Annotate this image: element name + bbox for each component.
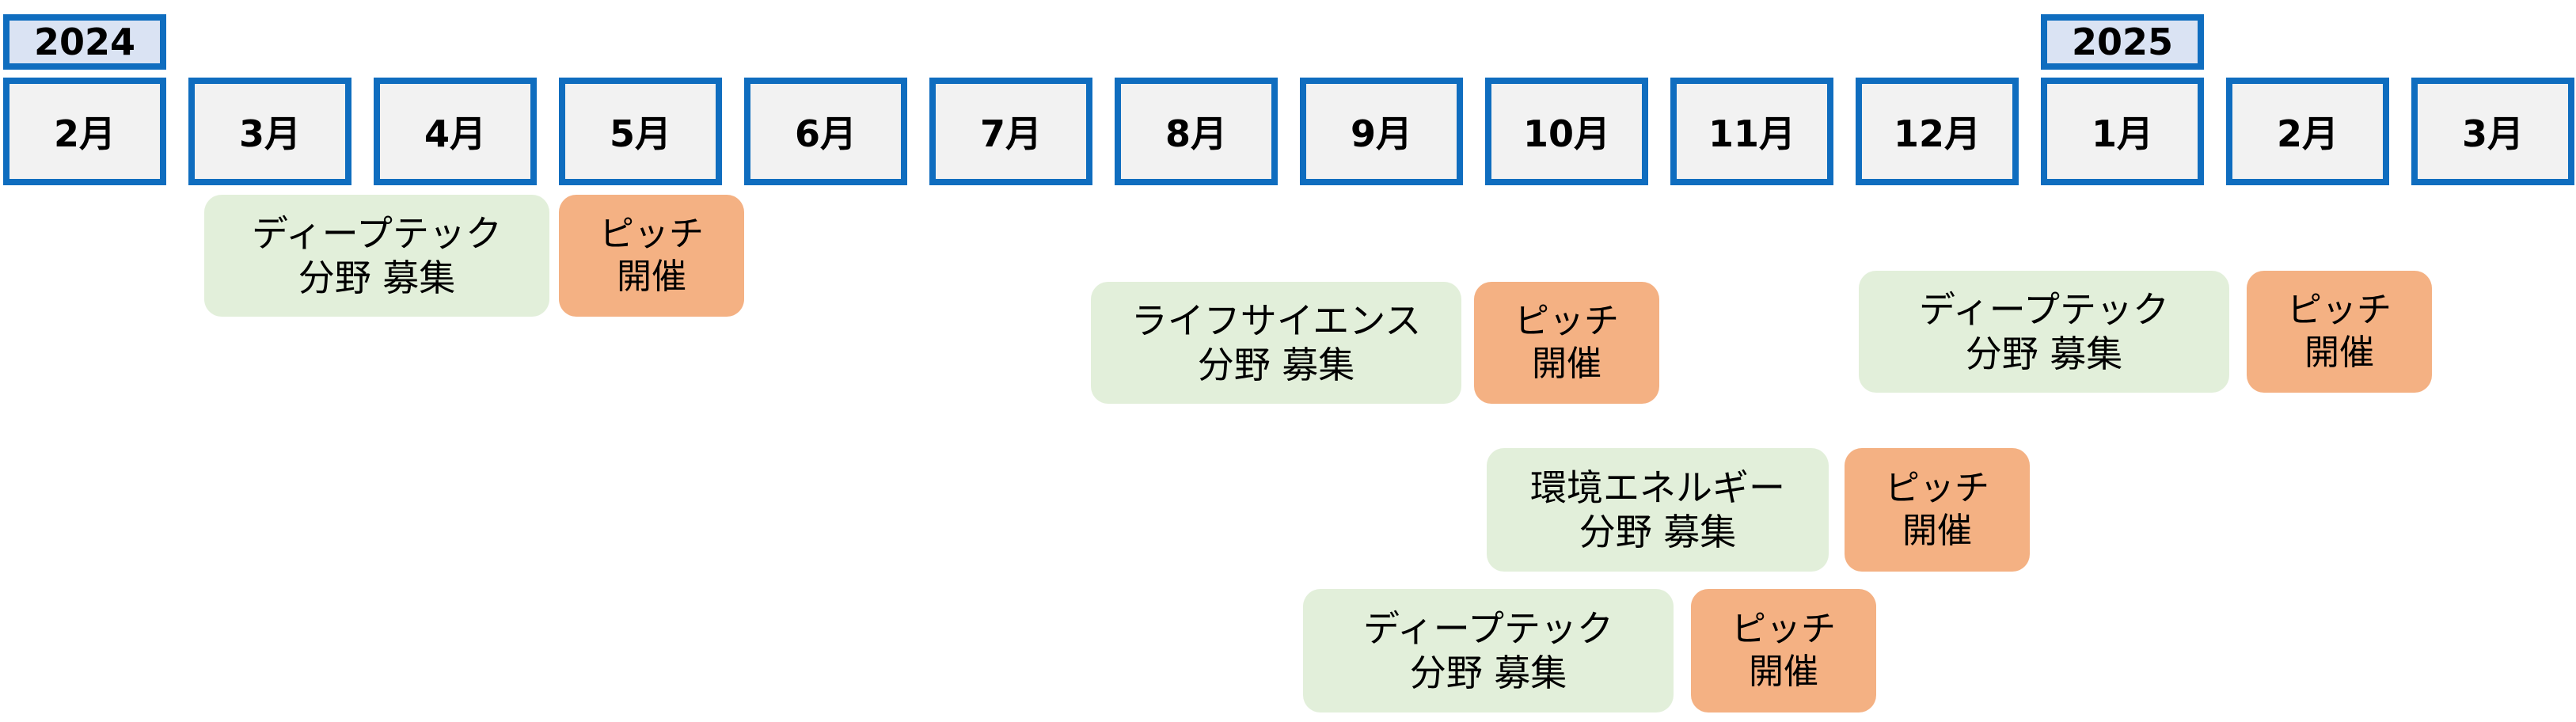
- pitch-event: ピッチ 開催: [1691, 589, 1876, 712]
- month-cell: 9月: [1300, 78, 1463, 185]
- recruitment-field-label: ライフサイエンス: [1130, 298, 1422, 342]
- pitch-event: ピッチ 開催: [1845, 448, 2030, 572]
- recruitment-field-label: 環境エネルギー: [1530, 466, 1785, 509]
- recruitment-period-lifescience: ライフサイエンス 分野 募集: [1091, 282, 1461, 404]
- month-cell: 5月: [559, 78, 722, 185]
- month-cell: 1月: [2041, 78, 2204, 185]
- recruitment-label: 分野 募集: [1965, 332, 2123, 375]
- pitch-event: ピッチ 開催: [2247, 271, 2432, 393]
- pitch-label: ピッチ: [1731, 609, 1836, 650]
- recruitment-label: 分野 募集: [1579, 511, 1737, 553]
- pitch-event: ピッチ 開催: [559, 195, 744, 317]
- year-label-2025: 2025: [2041, 14, 2204, 70]
- recruitment-period-deeptech: ディープテック 分野 募集: [1859, 271, 2229, 393]
- month-cell: 11月: [1670, 78, 1833, 185]
- pitch-label: ピッチ: [1885, 468, 1989, 509]
- recruitment-label: 分野 募集: [1409, 652, 1567, 694]
- pitch-sub-label: 開催: [1532, 344, 1601, 384]
- month-cell: 10月: [1485, 78, 1648, 185]
- pitch-sub-label: 開催: [617, 256, 686, 297]
- month-cell: 4月: [374, 78, 537, 185]
- recruitment-period-environment-energy: 環境エネルギー 分野 募集: [1487, 448, 1829, 572]
- pitch-sub-label: 開催: [1902, 511, 1972, 551]
- recruitment-period-deeptech: ディープテック 分野 募集: [1303, 589, 1674, 712]
- pitch-sub-label: 開催: [2304, 332, 2374, 373]
- recruitment-field-label: ディープテック: [251, 211, 503, 255]
- pitch-label: ピッチ: [2287, 290, 2392, 331]
- month-cell: 12月: [1856, 78, 2019, 185]
- month-cell: 2月: [2226, 78, 2389, 185]
- recruitment-field-label: ディープテック: [1918, 287, 2170, 331]
- recruitment-period-deeptech: ディープテック 分野 募集: [204, 195, 549, 317]
- month-cell: 3月: [2411, 78, 2574, 185]
- pitch-event: ピッチ 開催: [1474, 282, 1659, 404]
- pitch-sub-label: 開催: [1749, 652, 1818, 692]
- month-cell: 8月: [1115, 78, 1278, 185]
- recruitment-label: 分野 募集: [298, 256, 456, 299]
- pitch-label: ピッチ: [1514, 301, 1619, 342]
- month-cell: 6月: [744, 78, 907, 185]
- recruitment-label: 分野 募集: [1197, 344, 1355, 386]
- year-label-2024: 2024: [3, 14, 166, 70]
- month-cell: 7月: [929, 78, 1092, 185]
- month-cell: 2月: [3, 78, 166, 185]
- recruitment-field-label: ディープテック: [1362, 606, 1614, 650]
- pitch-label: ピッチ: [599, 214, 704, 255]
- month-cell: 3月: [188, 78, 351, 185]
